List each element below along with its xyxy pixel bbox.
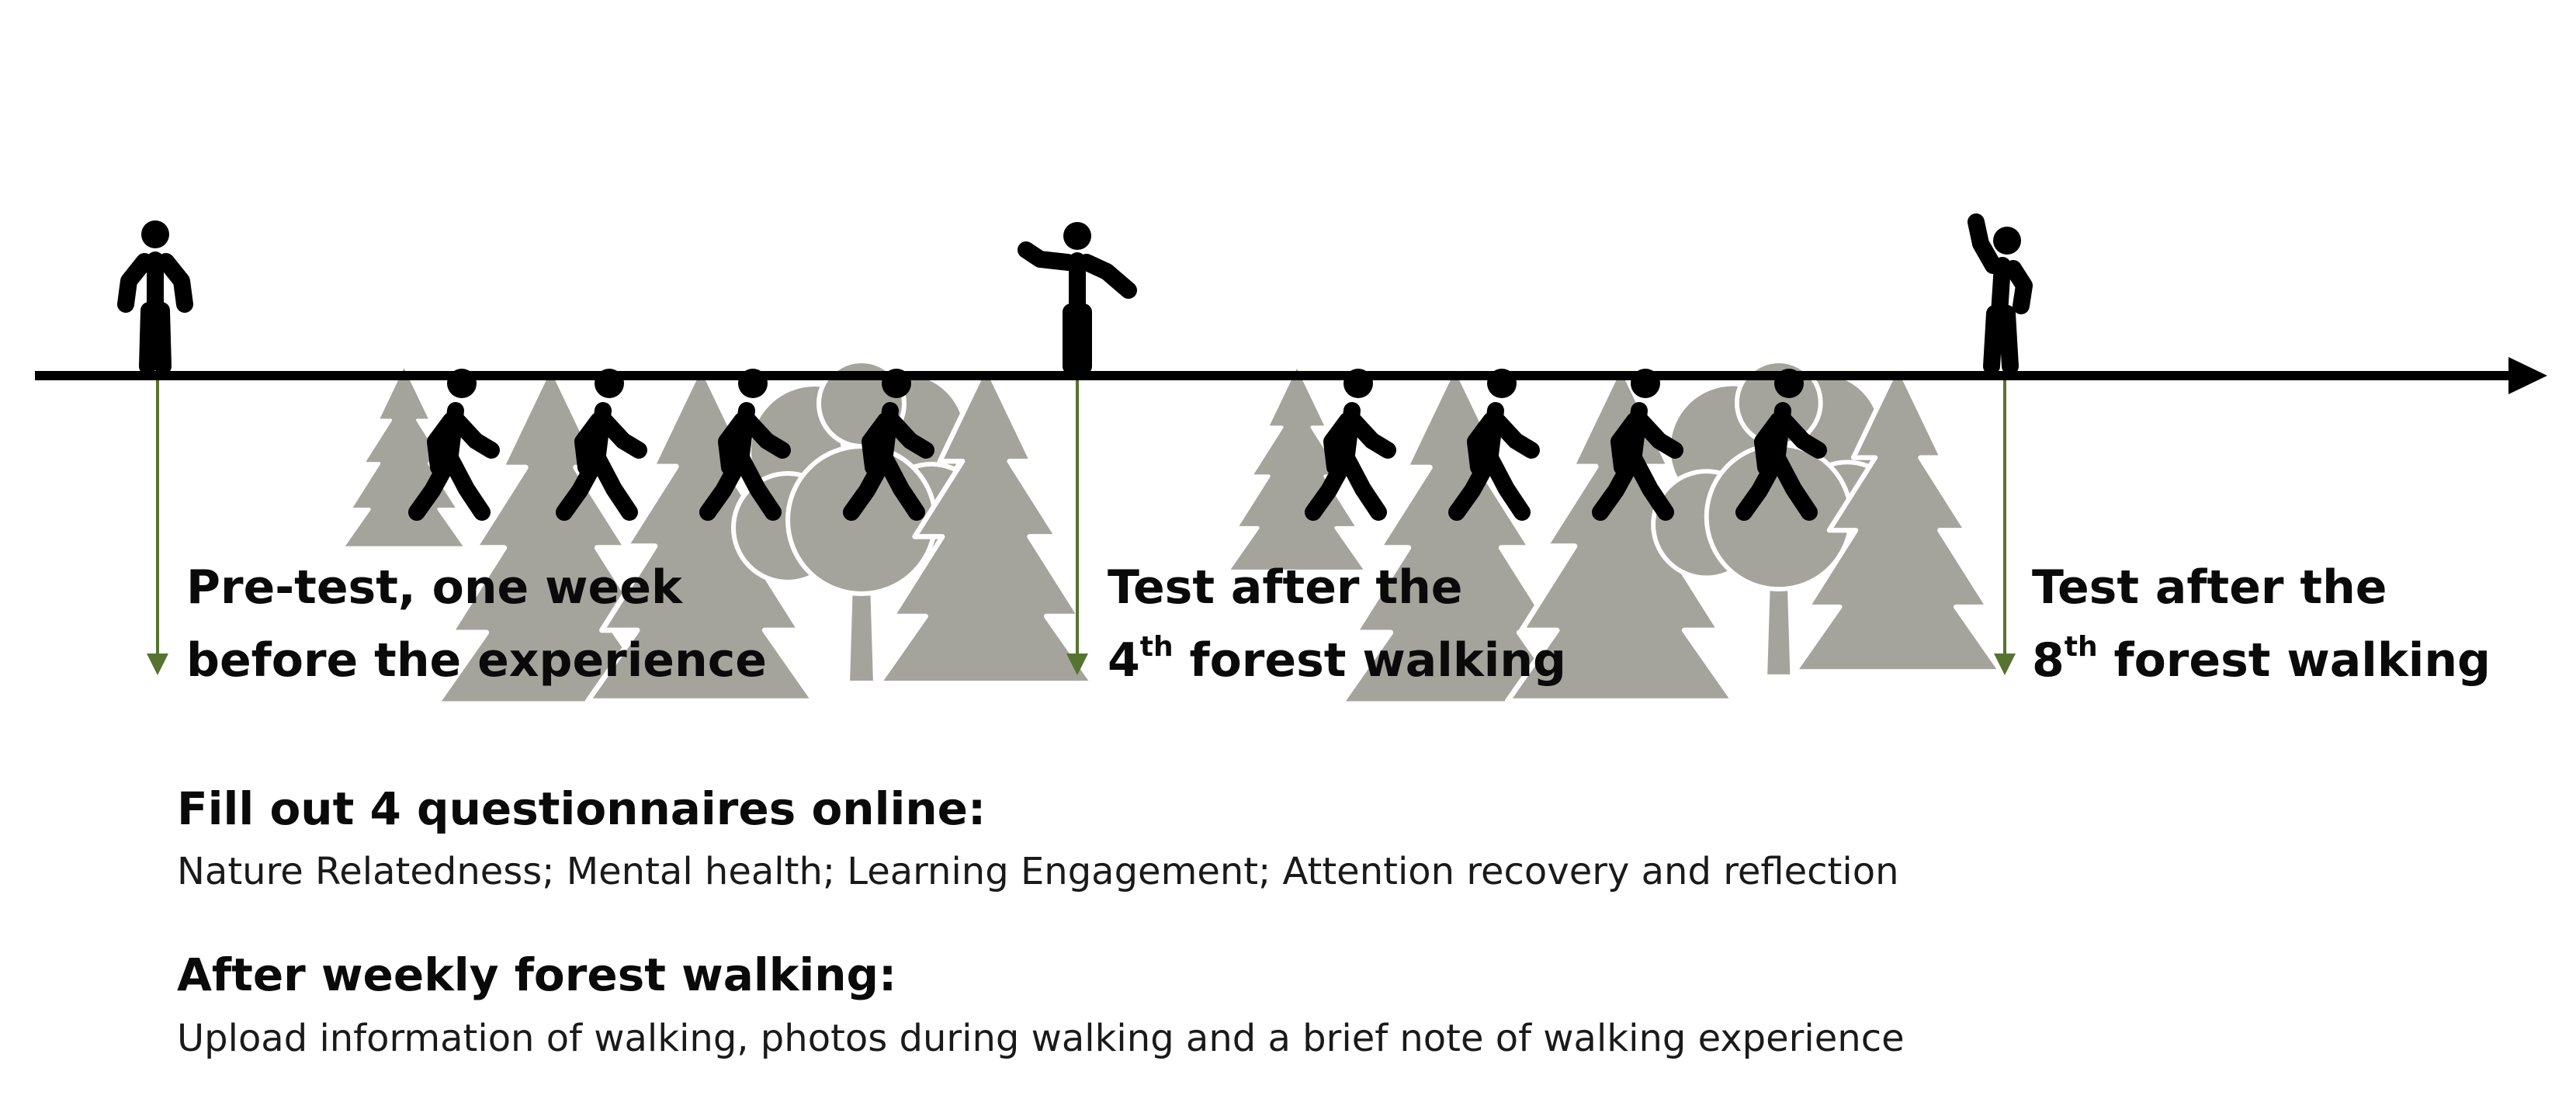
ordinal-number: 8 bbox=[2032, 633, 2065, 688]
questionnaires-body: Nature Relatedness; Mental health; Learn… bbox=[177, 850, 1899, 893]
ordinal-number: 4 bbox=[1108, 633, 1140, 688]
ordinal-suffix: th bbox=[2064, 631, 2098, 663]
pointing-person-icon bbox=[1018, 222, 1137, 375]
milestone-arrow-1 bbox=[147, 380, 168, 675]
walking-person-icon bbox=[1313, 369, 1388, 512]
walking-person-icon bbox=[564, 369, 639, 512]
milestone-label-4th-walk: Test after the 4th forest walking bbox=[1108, 551, 1566, 697]
standing-person-icon bbox=[117, 220, 193, 375]
milestone-label-8th-walk: Test after the 8th forest walking bbox=[2032, 551, 2491, 697]
milestone-arrow-3 bbox=[1994, 380, 2016, 675]
weekly-body: Upload information of walking, photos du… bbox=[177, 1017, 1905, 1060]
milestone-label-line: 4th forest walking bbox=[1108, 624, 1566, 697]
questionnaires-title: Fill out 4 questionnaires online: bbox=[177, 782, 986, 835]
milestone-arrow-2 bbox=[1066, 380, 1088, 675]
walking-person-icon bbox=[417, 369, 491, 512]
milestone-label-text: forest walking bbox=[2097, 633, 2491, 688]
milestone-arrows bbox=[147, 380, 2016, 675]
timeline-arrowhead bbox=[2508, 357, 2547, 394]
milestone-label-line: Test after the bbox=[1108, 560, 1463, 615]
milestone-label-line: 8th forest walking bbox=[2032, 624, 2491, 697]
milestone-label-text: forest walking bbox=[1173, 633, 1566, 688]
ordinal-suffix: th bbox=[1139, 631, 1174, 663]
milestone-label-pretest: Pre-test, one week before the experience bbox=[186, 551, 767, 697]
weekly-title: After weekly forest walking: bbox=[177, 948, 897, 1001]
milestone-label-line: Test after the bbox=[2032, 560, 2387, 615]
milestone-label-line: before the experience bbox=[186, 633, 767, 688]
waving-person-icon bbox=[1968, 213, 2033, 375]
milestone-label-line: Pre-test, one week bbox=[186, 560, 682, 615]
